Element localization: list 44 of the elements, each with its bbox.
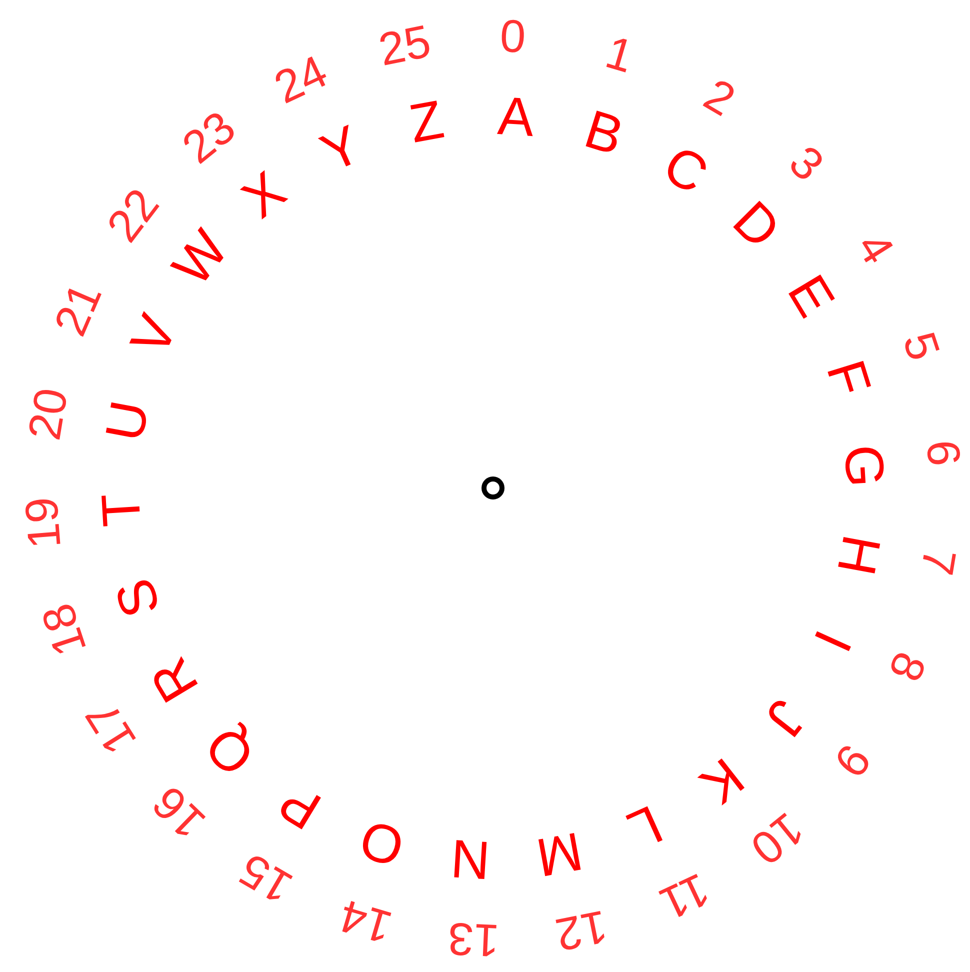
wheel-number: 8 <box>882 646 934 688</box>
wheel-number: 3 <box>782 138 832 188</box>
wheel-number: 7 <box>914 546 964 578</box>
wheel-number: 14 <box>334 892 397 951</box>
wheel-letter: V <box>122 308 186 363</box>
wheel-number: 5 <box>896 326 948 366</box>
wheel-letter: U <box>97 396 158 445</box>
wheel-letter: O <box>354 811 410 876</box>
wheel-letter: Y <box>313 116 368 181</box>
wheel-letter: A <box>496 88 536 145</box>
wheel-letter: N <box>449 831 492 888</box>
wheel-number: 12 <box>552 904 612 959</box>
wheel-number: 20 <box>20 384 74 443</box>
wheel-number: 1 <box>601 28 639 80</box>
wheel-letter: H <box>828 531 889 580</box>
wheel-letter: R <box>141 650 208 711</box>
wheel-number: 21 <box>46 276 110 342</box>
wheel-number: 17 <box>77 694 144 762</box>
wheel-number: 13 <box>446 915 500 964</box>
wheel-letter: J <box>756 690 816 745</box>
wheel-letter: F <box>818 354 879 402</box>
wheel-number: 24 <box>268 47 334 111</box>
wheel-letter: D <box>723 192 790 258</box>
wheel-letter: Z <box>405 92 448 152</box>
wheel-letter: G <box>836 443 893 488</box>
wheel-number: 15 <box>232 846 300 912</box>
wheel-letter: E <box>779 266 844 326</box>
wheel-number: 2 <box>697 71 743 124</box>
wheel-letter: B <box>578 102 630 164</box>
wheel-letter: C <box>655 136 716 203</box>
wheel-letter: M <box>532 823 587 885</box>
wheel-number: 18 <box>34 598 94 662</box>
wheel-letter: I <box>804 622 860 659</box>
wheel-letter: S <box>106 573 169 624</box>
wheel-letter: T <box>94 492 150 528</box>
wheel-letter: L <box>620 796 670 858</box>
wheel-number: 0 <box>498 12 526 60</box>
wheel-letter: P <box>270 774 330 839</box>
wheel-number: 6 <box>920 438 968 468</box>
wheel-number: 25 <box>374 17 434 72</box>
wheel-number: 9 <box>827 736 880 785</box>
wheel-number: 11 <box>654 866 717 928</box>
wheel-number: 19 <box>18 496 68 550</box>
wheel-number: 4 <box>849 224 902 271</box>
